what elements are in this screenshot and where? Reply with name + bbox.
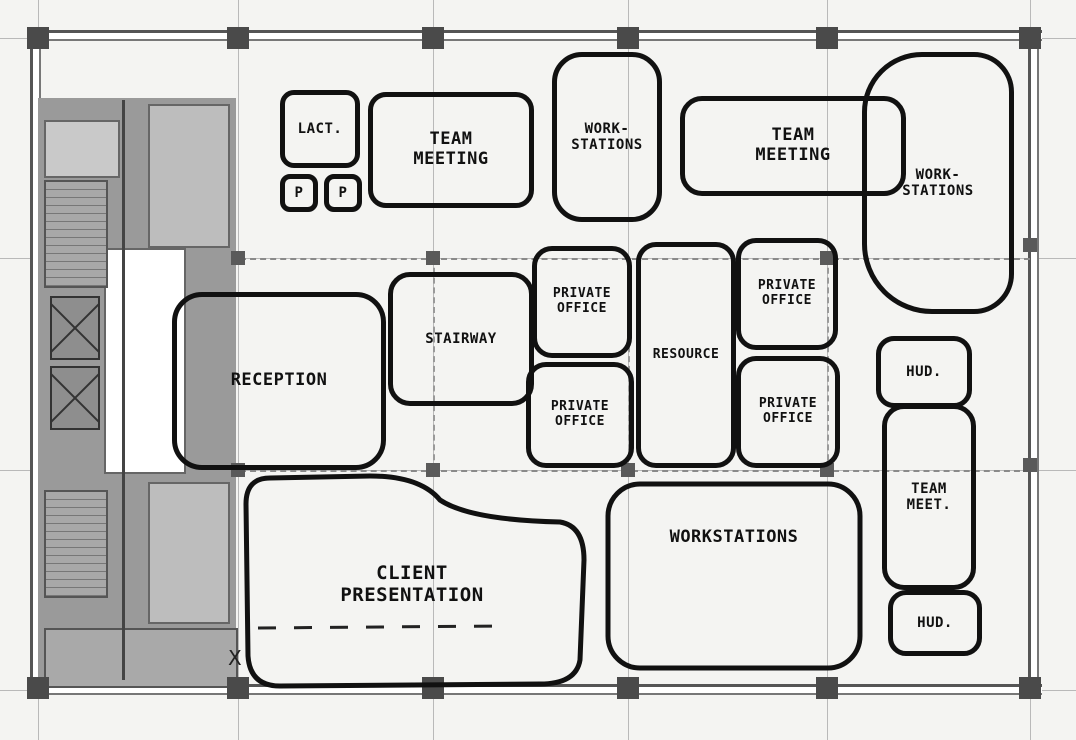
room-resource[interactable]: RESOURCE — [636, 242, 736, 468]
room-workstations-1[interactable]: WORK- STATIONS — [552, 52, 662, 222]
structural-column — [621, 463, 635, 477]
structural-column — [27, 27, 49, 49]
core-wall — [122, 100, 125, 680]
structural-column — [27, 677, 49, 699]
room-private-office-1[interactable]: PRIVATE OFFICE — [532, 246, 632, 358]
egress-stair-north — [44, 180, 108, 288]
structural-column — [231, 251, 245, 265]
egress-stair-south — [44, 490, 108, 598]
room-reception[interactable]: RECEPTION — [172, 292, 386, 470]
restroom-north — [148, 104, 230, 248]
elevator-2 — [50, 366, 100, 430]
room-phone-1[interactable]: P — [280, 174, 318, 212]
room-team-meeting-3[interactable]: TEAM MEET. — [882, 404, 976, 590]
structural-column — [816, 677, 838, 699]
structural-column — [1019, 27, 1041, 49]
elevator-1 — [50, 296, 100, 360]
room-workstations-2[interactable]: WORK- STATIONS — [862, 52, 1014, 314]
dashed-grid-line — [433, 258, 435, 470]
structural-column — [426, 463, 440, 477]
room-private-office-3[interactable]: PRIVATE OFFICE — [736, 238, 838, 350]
structural-column — [816, 27, 838, 49]
x-mark: X — [228, 646, 242, 670]
structural-column — [227, 27, 249, 49]
room-stairway[interactable]: STAIRWAY — [388, 272, 534, 406]
service-room — [44, 628, 238, 688]
structural-column — [1023, 458, 1037, 472]
room-phone-2[interactable]: P — [324, 174, 362, 212]
exterior-wall-east — [1028, 30, 1039, 690]
room-private-office-2[interactable]: PRIVATE OFFICE — [526, 362, 634, 468]
structural-column — [426, 251, 440, 265]
room-workstations-3[interactable]: WORKSTATIONS — [669, 527, 799, 548]
room-huddle-2[interactable]: HUD. — [888, 590, 982, 656]
structural-column — [1019, 677, 1041, 699]
vestibule-north — [44, 120, 120, 178]
room-private-office-4[interactable]: PRIVATE OFFICE — [736, 356, 840, 468]
structural-column — [227, 677, 249, 699]
grid-line — [238, 0, 239, 740]
structural-column — [617, 27, 639, 49]
dashed-grid-line — [628, 258, 630, 470]
room-team-meeting-1[interactable]: TEAM MEETING — [368, 92, 534, 208]
dashed-grid-line — [240, 258, 1030, 260]
dashed-grid-line — [240, 470, 1030, 472]
room-client-presentation[interactable]: CLIENT PRESENTATION — [340, 562, 484, 606]
structural-column — [422, 27, 444, 49]
room-team-meeting-2[interactable]: TEAM MEETING — [680, 96, 906, 196]
exterior-wall-north — [30, 30, 1042, 41]
room-lactation[interactable]: LACT. — [280, 90, 360, 168]
restroom-south — [148, 482, 230, 624]
structural-column — [617, 677, 639, 699]
structural-column — [1023, 238, 1037, 252]
